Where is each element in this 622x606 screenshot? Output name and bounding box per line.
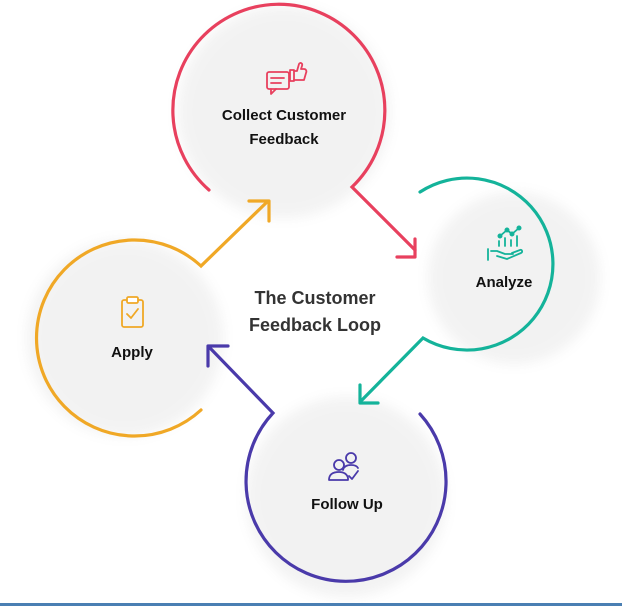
follow-up-label-line-1: Follow Up — [311, 496, 383, 513]
analyze-loop — [358, 176, 555, 405]
collect-label-line-2: Feedback — [249, 131, 319, 148]
diagram-title: The Customer Feedback Loop — [211, 285, 419, 339]
circle-shadows — [27, 6, 600, 597]
apply-loop — [34, 199, 271, 438]
diagram-title-line-2: Feedback Loop — [248, 315, 382, 335]
bottom-border — [0, 603, 622, 606]
follow-up-label: Follow Up — [297, 493, 397, 517]
collect-label-line-1: Collect Customer — [221, 107, 347, 124]
collect-arc — [171, 2, 417, 252]
analyze-label-line-1: Analyze — [475, 274, 533, 291]
analyze-arrowhead — [358, 383, 380, 405]
apply-arc — [34, 200, 269, 438]
analyze-arc — [360, 176, 555, 402]
collect-label: Collect Customer Feedback — [194, 104, 374, 152]
apply-arrowhead — [247, 199, 271, 223]
users-check-icon — [328, 452, 359, 481]
apply-label-line-1: Apply — [111, 344, 153, 361]
collect-arrowhead — [395, 237, 417, 259]
collect-loop — [171, 2, 417, 259]
follow-up-arc — [208, 346, 448, 583]
follow-up-loop — [206, 344, 448, 583]
feedback-chat-thumbs-up-icon — [266, 62, 308, 95]
clipboard-check-icon — [121, 296, 144, 328]
diagram-title-line-1: The Customer — [254, 288, 376, 308]
follow-up-arrowhead — [206, 344, 230, 368]
hand-chart-icon — [487, 225, 523, 261]
apply-label: Apply — [92, 341, 172, 365]
analyze-label: Analyze — [454, 271, 554, 295]
